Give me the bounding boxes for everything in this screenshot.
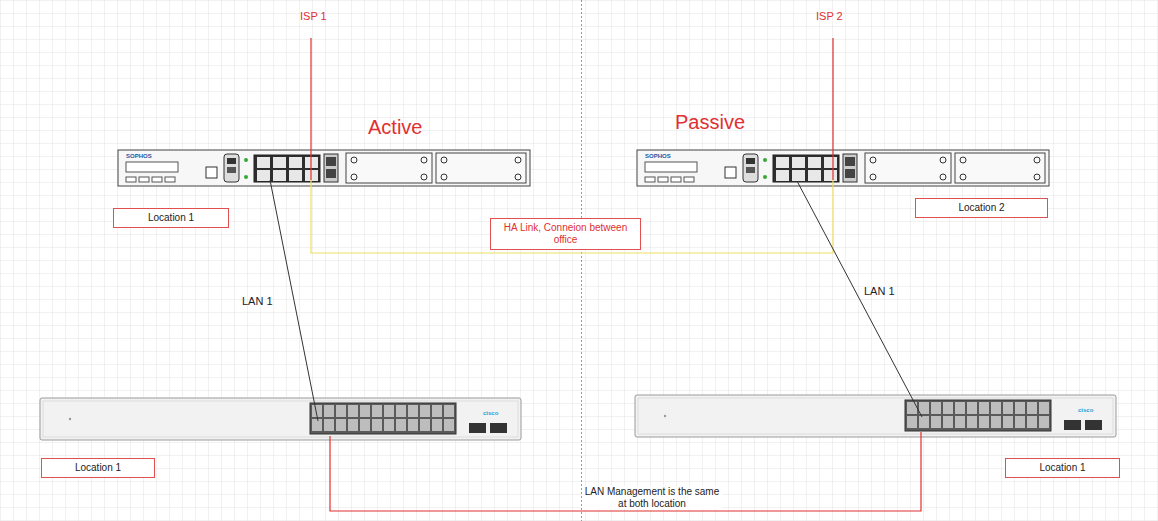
lan-wire: [797, 181, 922, 417]
box-text: Location 1: [75, 462, 121, 474]
box-text: Location 1: [148, 212, 194, 224]
location-box: HA Link, Conneion between office: [490, 218, 641, 250]
box-text: Location 2: [958, 202, 1004, 214]
text-label: Passive: [675, 111, 745, 134]
text-label: SOPHOS: [645, 153, 671, 160]
text-label: cisco: [483, 410, 498, 417]
text-label: Active: [368, 116, 422, 139]
isp-wire: [832, 38, 833, 180]
box-text: Location 1: [1039, 462, 1085, 474]
firewall-device: [637, 150, 1049, 186]
text-label: cisco: [1078, 407, 1093, 414]
text-label: ISP 2: [816, 10, 843, 23]
location-box: Location 2: [915, 198, 1048, 218]
text-label: LAN 1: [242, 295, 273, 308]
box-text: HA Link, Conneion between office: [497, 222, 634, 246]
isp-wire: [310, 38, 311, 180]
location-box: Location 1: [41, 458, 155, 478]
text-label: LAN 1: [864, 285, 895, 298]
text-label: LAN Management is the same at both locat…: [582, 486, 722, 509]
management-wire: [330, 432, 921, 511]
text-label: SOPHOS: [126, 153, 152, 160]
firewall-device: [118, 150, 530, 186]
text-label: ISP 1: [300, 10, 327, 23]
switch-device: [40, 398, 521, 440]
location-box: Location 1: [1005, 458, 1120, 478]
lan-wire: [270, 180, 318, 421]
ha-link-wire: [311, 180, 833, 253]
location-box: Location 1: [113, 208, 229, 228]
divider-line: [581, 0, 582, 521]
switch-device: [635, 395, 1116, 437]
